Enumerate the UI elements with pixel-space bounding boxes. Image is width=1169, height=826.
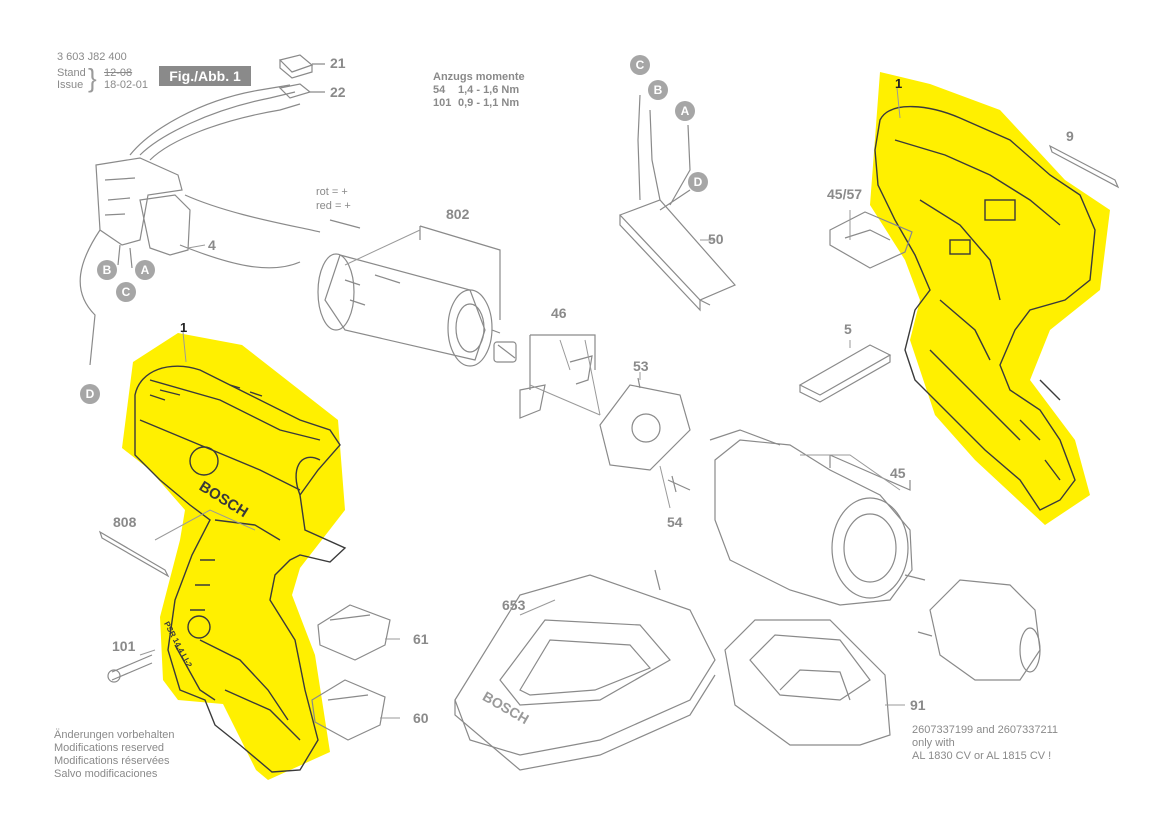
gearbox-drawing	[709, 429, 926, 606]
torque-row-part-101: 101	[433, 97, 452, 109]
footer-note-fr: Modifications réservées	[54, 755, 170, 767]
footer-note-de: Änderungen vorbehalten	[54, 729, 175, 741]
torque-row-part-54: 54	[433, 84, 446, 96]
torque-row-value-54: 1,4 - 1,6 Nm	[458, 84, 520, 96]
battery-note-line3: AL 1830 CV or AL 1815 CV !	[912, 750, 1052, 762]
label-part-9: 9	[1066, 128, 1074, 144]
screw-101-drawing	[107, 654, 153, 683]
housing-left-drawing	[134, 365, 347, 773]
torque-row-value-101: 0,9 - 1,1 Nm	[458, 97, 520, 109]
label-part-46: 46	[551, 305, 567, 321]
label-part-5: 5	[844, 321, 852, 337]
clips-drawing	[519, 334, 596, 419]
footer-note-es: Salvo modificaciones	[54, 768, 158, 780]
label-part-22: 22	[330, 84, 346, 100]
label-part-808: 808	[113, 514, 137, 530]
connector-a-badge-right: A	[675, 101, 695, 121]
battery-note-line2: only with	[912, 737, 955, 749]
issue-value: 18-02-01	[104, 79, 149, 91]
stand-value: 12-08	[104, 67, 133, 79]
chuck-drawing	[917, 579, 1041, 681]
part-4557-drawing	[829, 211, 913, 269]
switch-drawing	[79, 84, 321, 366]
label-part-4: 4	[208, 237, 216, 253]
charger-drawing	[454, 569, 716, 771]
figure-label: Fig./Abb. 1	[159, 66, 251, 86]
battery-drawing	[724, 619, 891, 746]
part-number: 3 603 J82 400	[57, 51, 127, 63]
footer-note-en: Modifications reserved	[54, 742, 165, 754]
part-5-drawing	[798, 344, 892, 403]
connector-b-badge-right: B	[648, 80, 668, 100]
wire-legend-red: red = +	[316, 200, 351, 212]
leader-lines	[139, 87, 905, 719]
connector-c-badge-right: C	[630, 55, 650, 75]
connector-c-badge-left: C	[116, 282, 136, 302]
label-part-1-left: 1	[180, 320, 188, 335]
small-parts-21-22	[278, 54, 325, 99]
label-part-653: 653	[502, 597, 526, 613]
label-part-45-57: 45/57	[827, 186, 863, 202]
label-part-802: 802	[446, 206, 470, 222]
connector-d-badge-right: D	[688, 172, 708, 192]
label-part-1-right: 1	[895, 76, 903, 91]
housing-right-highlight	[870, 72, 1110, 525]
strip-808	[98, 530, 170, 578]
connector-a-badge-left: A	[135, 260, 155, 280]
brace: }	[88, 63, 97, 93]
label-part-101: 101	[112, 638, 136, 654]
label-part-60: 60	[413, 710, 429, 726]
label-part-91: 91	[910, 697, 926, 713]
torque-title: Anzugs momente	[433, 71, 525, 83]
board-drawing	[618, 94, 736, 312]
connector-d-badge-left: D	[80, 384, 100, 404]
housing-right-drawing	[874, 105, 1096, 511]
parts-60-61-drawing	[311, 604, 391, 741]
battery-note-line1: 2607337199 and 2607337211	[912, 724, 1059, 736]
label-part-45: 45	[890, 465, 906, 481]
label-part-50: 50	[708, 231, 724, 247]
housing-left-highlight	[122, 333, 345, 780]
label-part-21: 21	[330, 55, 346, 71]
part-53-54-drawing	[599, 377, 691, 493]
label-part-53: 53	[633, 358, 649, 374]
strip-9	[1048, 144, 1120, 189]
label-part-61: 61	[413, 631, 429, 647]
issue-label: Issue	[57, 79, 84, 91]
motor-drawing	[317, 219, 517, 367]
label-part-54: 54	[667, 514, 683, 530]
wire-legend-rot: rot = +	[316, 186, 348, 198]
connector-b-badge-left: B	[97, 260, 117, 280]
stand-label: Stand	[57, 67, 86, 79]
